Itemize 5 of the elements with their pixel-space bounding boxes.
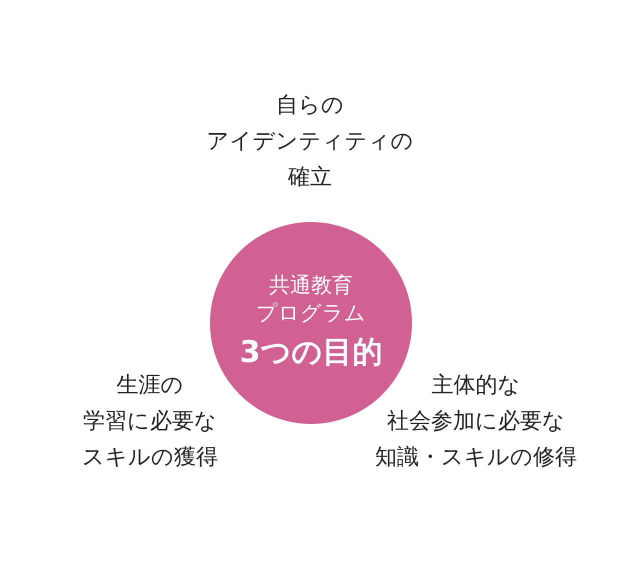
goal-label: 生涯の学習に必要なスキルの獲得 (82, 372, 218, 472)
circle-title: 3つの目的 (240, 334, 382, 372)
goal-label: 主体的な社会参加に必要な知識・スキルの修得 (375, 372, 577, 472)
goal-label: 自らのアイデンティティの確立 (206, 92, 414, 192)
circle-heading: 共通教育プログラム (256, 272, 366, 327)
